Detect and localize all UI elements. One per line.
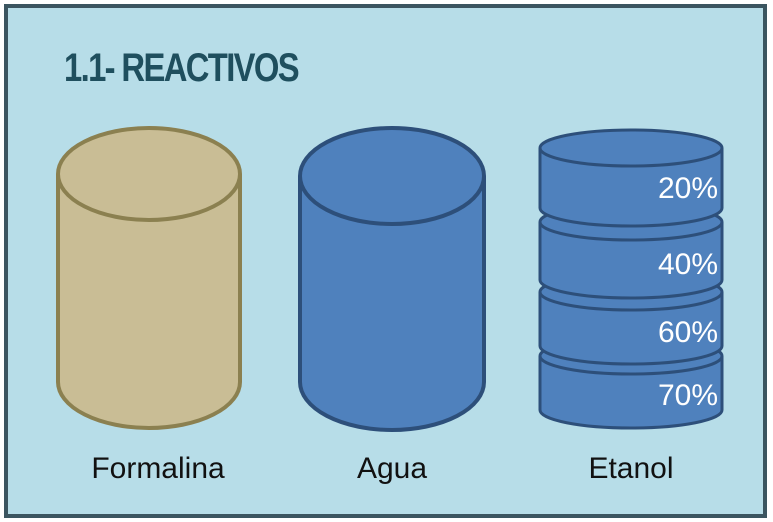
- formalina-cylinder-icon: [56, 126, 242, 430]
- concentration-label-40: 40%: [658, 248, 718, 281]
- etanol-stacked-cylinder-icon: 20% 40% 60% 70%: [538, 128, 724, 430]
- concentration-label-60: 60%: [658, 316, 718, 349]
- agua-label: Agua: [356, 452, 428, 485]
- concentration-label-20: 20%: [658, 172, 718, 205]
- etanol-label: Etanol: [588, 452, 674, 485]
- etanol-segment-20: [538, 128, 724, 228]
- page-title: 1.1- REACTIVOS: [64, 46, 300, 90]
- concentration-label-70: 70%: [658, 379, 718, 412]
- agua-cylinder-icon: [298, 126, 486, 432]
- formalina-label: Formalina: [91, 452, 225, 485]
